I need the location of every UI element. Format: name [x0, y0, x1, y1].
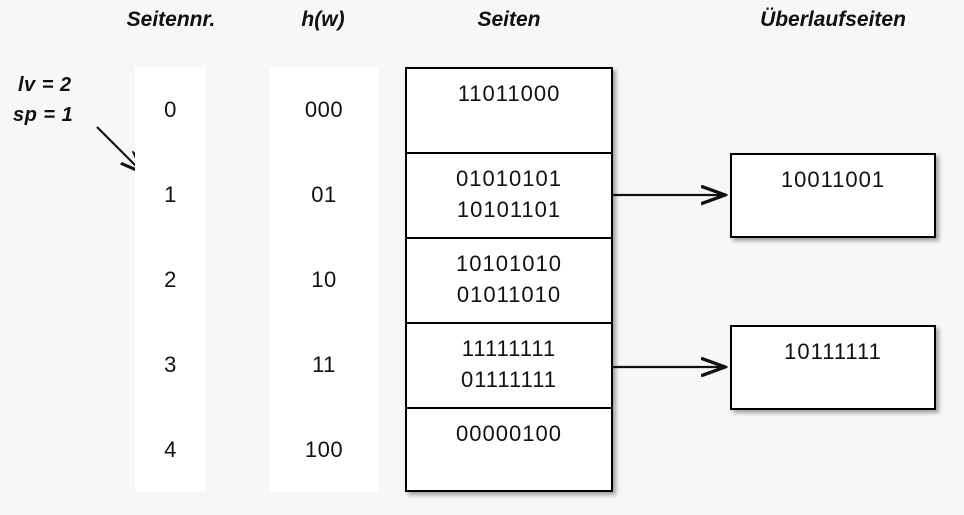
hw-cell: 01	[311, 181, 337, 207]
overflow-entry: 10111111	[784, 339, 882, 364]
seitennr-cell: 0	[164, 96, 177, 122]
seitennr-cell: 1	[164, 181, 177, 207]
hw-cell: 10	[311, 266, 337, 292]
overflow-page-box: 10011001	[730, 153, 936, 238]
page-entry: 00000100	[456, 421, 562, 446]
column-hw: 000 01 10 11 100	[270, 67, 378, 492]
page-row: 11111111 01111111	[407, 324, 611, 409]
overflow-entry: 10011001	[780, 167, 886, 192]
column-header-seiten: Seiten	[477, 8, 541, 31]
overflow-connector-arrow-icon	[612, 183, 733, 209]
seitennr-cell: 3	[164, 351, 177, 377]
seitennr-cell: 4	[164, 436, 177, 462]
column-header-seitennr: Seitennr.	[126, 8, 216, 31]
hw-cell: 000	[304, 96, 344, 122]
overflow-page-box: 10111111	[730, 325, 936, 410]
seitennr-cell: 2	[164, 266, 177, 292]
page-entry: 10101010	[456, 251, 562, 276]
hw-cell: 100	[304, 436, 344, 462]
page-row: 10101010 01011010	[407, 239, 611, 324]
overflow-connector-arrow-icon	[612, 355, 733, 381]
column-seitennr: 0 1 2 3 4	[135, 67, 206, 492]
parameter-sp: sp = 1	[13, 104, 74, 126]
page-row: 11011000	[407, 69, 611, 154]
page-entry: 01010101	[456, 166, 562, 191]
page-entry: 01011010	[456, 282, 562, 307]
page-row: 00000100	[407, 409, 611, 494]
page-entry: 10101101	[456, 197, 562, 222]
page-entry: 11011000	[457, 81, 561, 106]
hw-cell: 11	[312, 351, 336, 377]
parameter-lv: lv = 2	[18, 74, 72, 96]
page-entry: 01111111	[460, 367, 558, 392]
page-row: 01010101 10101101	[407, 154, 611, 239]
page-entry: 11111111	[461, 336, 557, 361]
pages-table: 11011000 01010101 10101101 10101010 0101…	[405, 67, 613, 492]
column-header-ueberlaufseiten: Überlaufseiten	[760, 8, 906, 31]
column-header-hw: h(w)	[301, 8, 345, 31]
